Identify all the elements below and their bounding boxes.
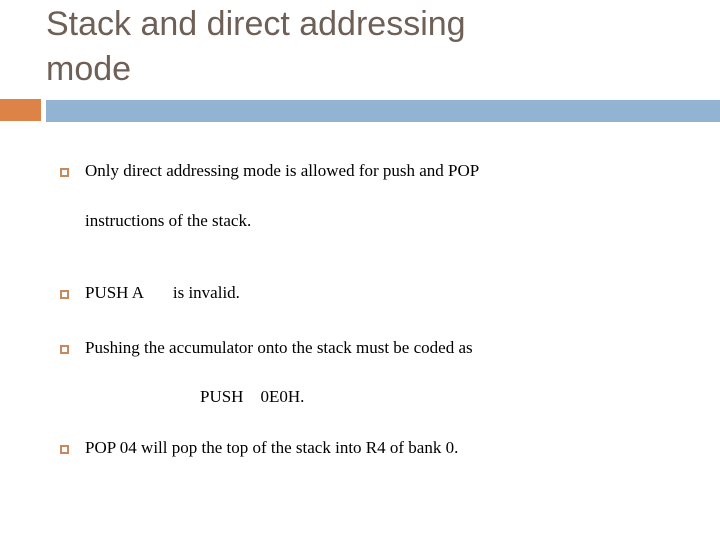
- square-bullet-icon: [60, 345, 69, 354]
- square-bullet-icon: [60, 168, 69, 177]
- slide-body: Only direct addressing mode is allowed f…: [0, 160, 720, 465]
- list-item-text: Pushing the accumulator onto the stack m…: [85, 338, 473, 357]
- list-item-text: POP 04 will pop the top of the stack int…: [85, 438, 459, 457]
- list-item: Only direct addressing mode is allowed f…: [0, 160, 720, 188]
- list-item: Pushing the accumulator onto the stack m…: [0, 337, 720, 365]
- list-item-text: PUSH A is invalid.: [85, 283, 240, 302]
- title-line-2: mode: [46, 50, 132, 88]
- divider-accent-block: [0, 99, 41, 121]
- divider-bar: [46, 100, 720, 122]
- page-title: Stack and direct addressing mode: [46, 2, 686, 92]
- code-snippet: PUSH 0E0H.: [200, 387, 305, 406]
- list-item: POP 04 will pop the top of the stack int…: [0, 437, 720, 465]
- square-bullet-icon: [60, 290, 69, 299]
- list-item-continuation: instructions of the stack.: [85, 211, 252, 230]
- square-bullet-icon: [60, 445, 69, 454]
- list-item: PUSH A is invalid.: [0, 282, 720, 310]
- title-line-1: Stack and direct addressing: [46, 5, 466, 43]
- list-item-text: Only direct addressing mode is allowed f…: [85, 161, 480, 180]
